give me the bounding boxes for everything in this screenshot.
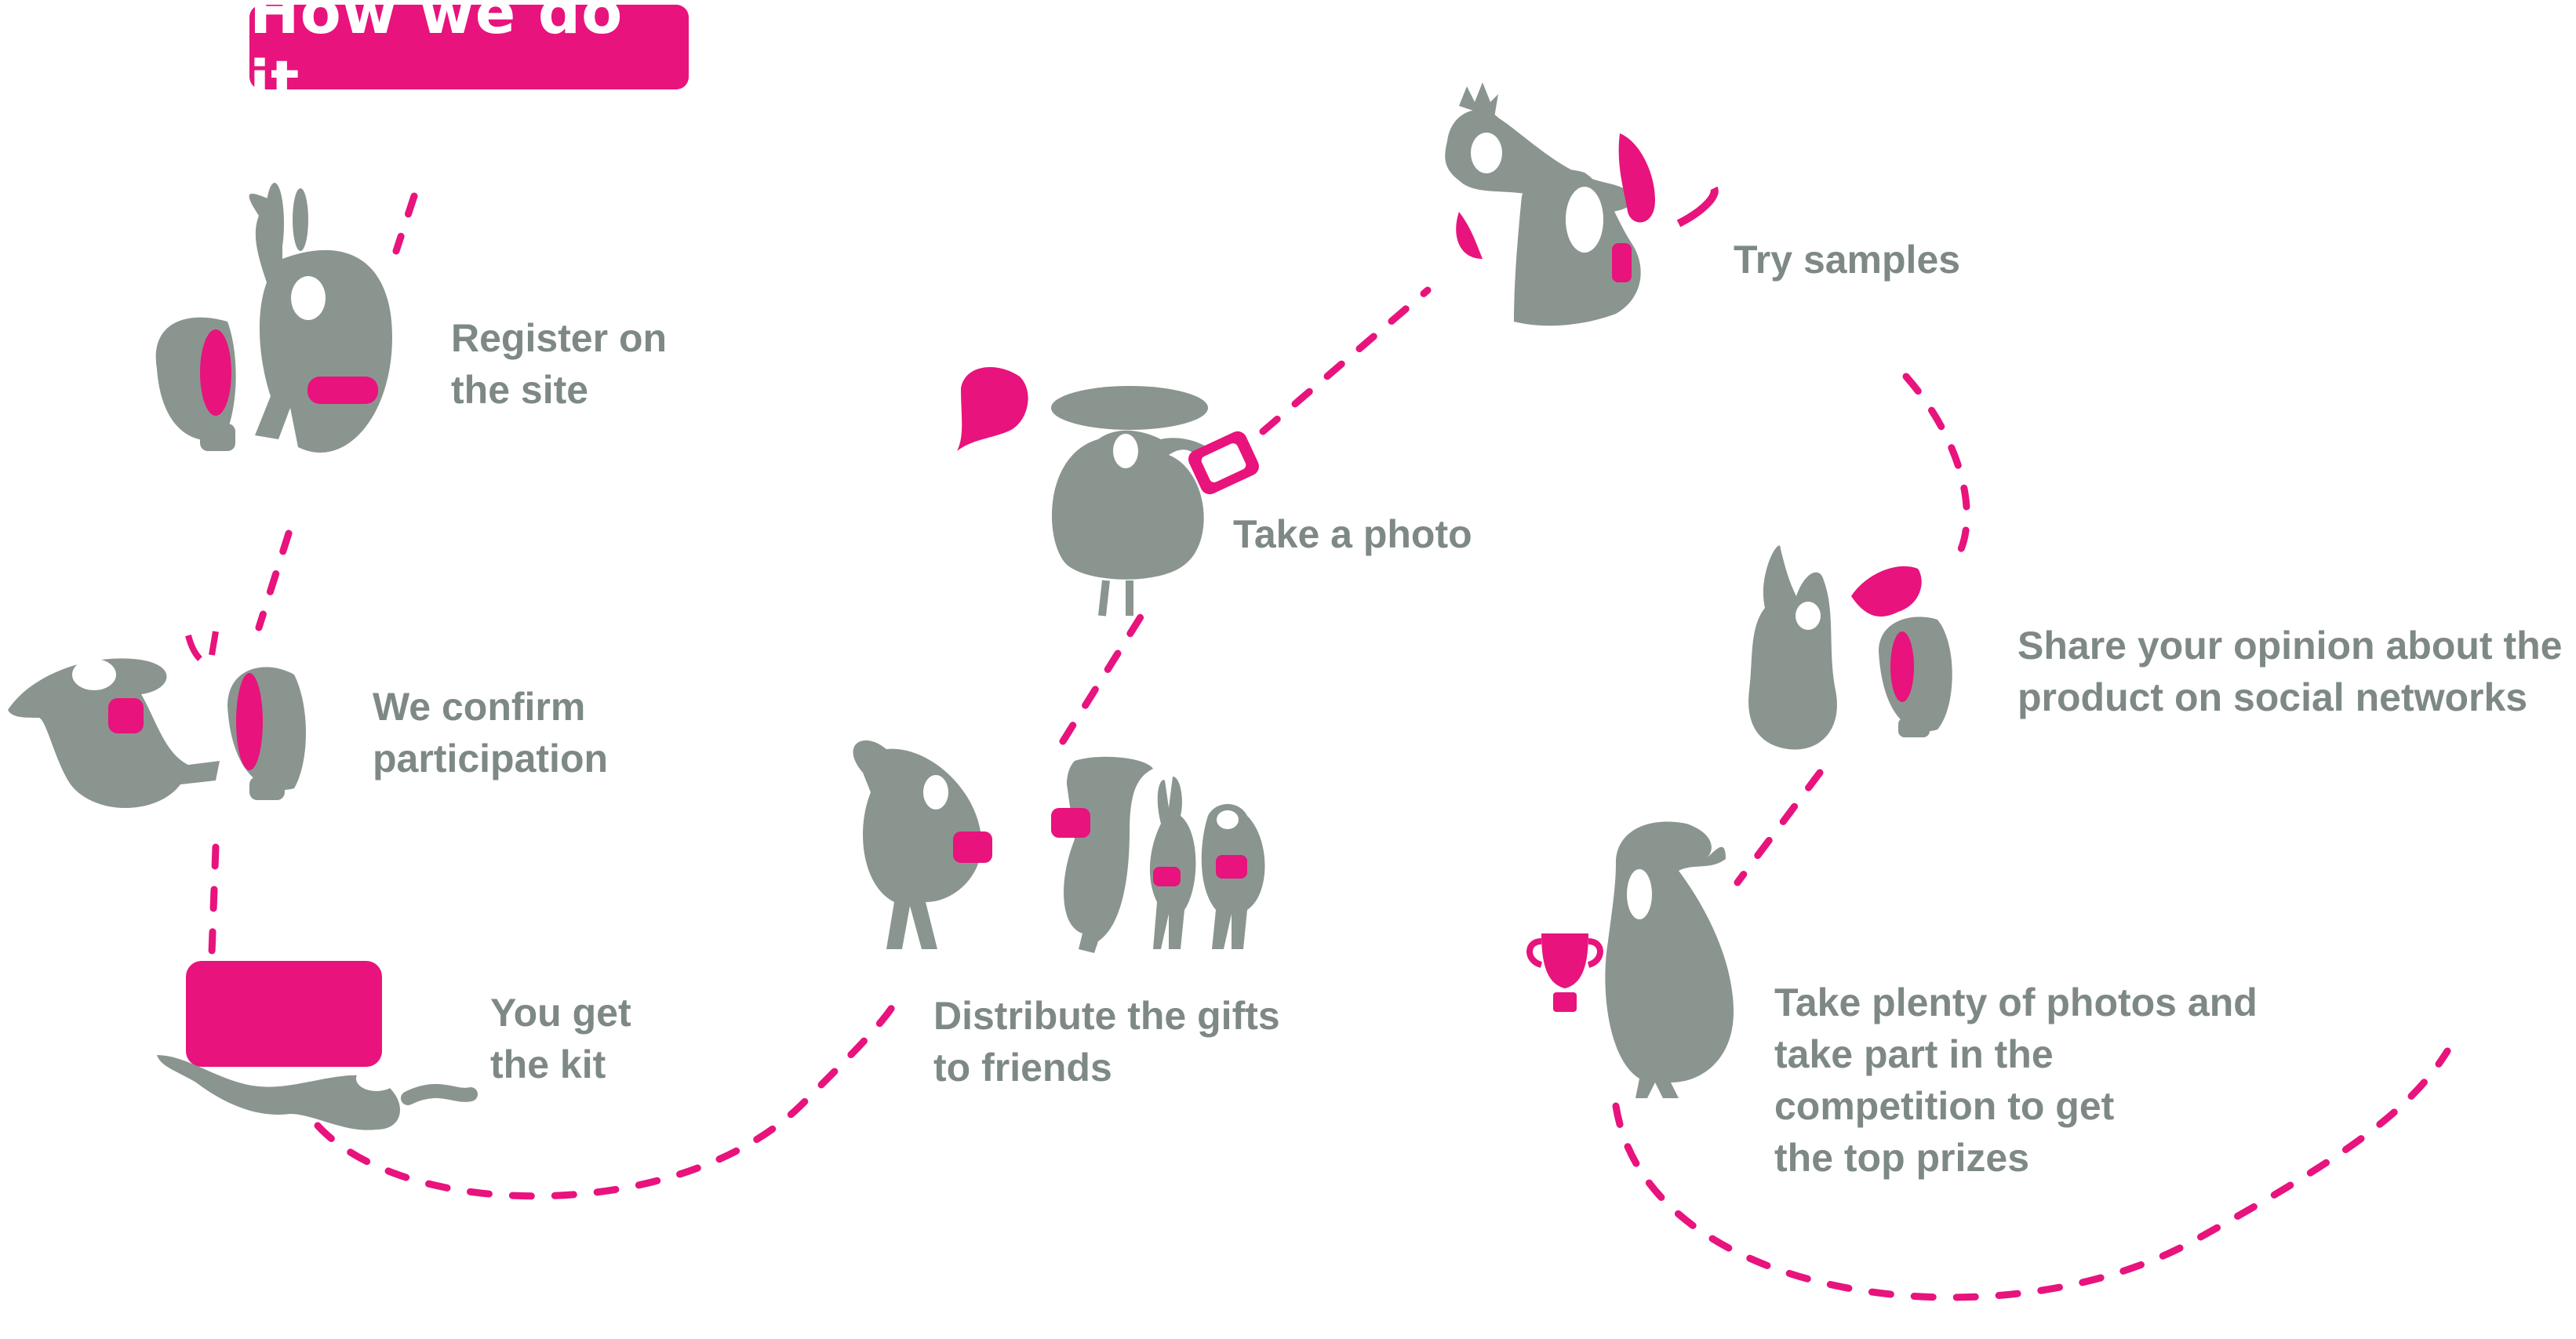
monitor-screen	[1890, 631, 1914, 702]
path-segment	[1902, 373, 1970, 553]
step-label-line: the site	[451, 368, 589, 412]
sample-drop-icon	[1618, 133, 1655, 223]
step-label-line: product on social networks	[2018, 675, 2528, 719]
monitor-stand	[249, 777, 285, 800]
step-label-line: Take plenty of photos and	[1774, 981, 2258, 1024]
creature-face	[1566, 187, 1603, 253]
sparkle-icon	[185, 634, 202, 661]
sample-drop-icon	[1456, 212, 1483, 259]
step-label-line: Try samples	[1734, 238, 1961, 282]
step-label-distribute: Distribute the gifts to friends	[933, 990, 1280, 1093]
path-segment	[1059, 612, 1145, 745]
camera-screen	[1201, 443, 1246, 482]
speech-bubble-icon	[957, 367, 1028, 451]
step-label-competition: Take plenty of photos and take part in t…	[1774, 977, 2258, 1184]
step-label-line: You get	[490, 991, 631, 1035]
step-label-line: take part in the	[1774, 1032, 2054, 1076]
trophy-base	[1553, 992, 1577, 1012]
creature-face	[356, 1066, 397, 1091]
sparkle-icon	[1676, 186, 1719, 227]
creature-ear	[265, 183, 284, 264]
creature-face	[1627, 869, 1652, 919]
monitor-icon	[1879, 617, 1952, 732]
creature-with-phone-icon	[155, 183, 392, 453]
creatures-trying-samples-icon	[1445, 82, 1719, 326]
step-label-samples: Try samples	[1734, 234, 1960, 286]
step-label-photo: Take a photo	[1233, 508, 1472, 560]
gift-icon	[1216, 855, 1247, 879]
creature-tail	[401, 1084, 478, 1105]
creature-ear	[293, 188, 308, 251]
sparkle-icon	[209, 631, 219, 656]
step-label-register: Register on the site	[451, 312, 667, 416]
creature-body	[8, 658, 220, 808]
creature-with-trophy-icon	[1526, 821, 1734, 1098]
step-label-line: to friends	[933, 1046, 1112, 1090]
creature-body	[1748, 545, 1837, 750]
creature-hat	[1051, 386, 1208, 430]
step-label-line: We confirm	[373, 685, 586, 729]
step-label-line: the kit	[490, 1042, 606, 1086]
monitor-screen	[200, 329, 231, 416]
title-badge: How we do it	[249, 0, 689, 117]
monitor-stand	[200, 424, 235, 451]
path-segment	[392, 192, 418, 255]
creature-body	[853, 740, 982, 949]
creature-body	[1051, 430, 1224, 580]
page-title: How we do it	[249, 0, 624, 117]
monitor-stand	[1898, 718, 1930, 737]
gift-icon	[1153, 867, 1181, 886]
path-segment	[1259, 286, 1432, 435]
creature-with-camera-icon	[957, 367, 1259, 617]
phone-icon	[108, 698, 144, 733]
trophy-handle	[1526, 938, 1603, 968]
creature-face	[72, 659, 116, 690]
creature-face	[1471, 133, 1502, 173]
phone-icon	[307, 377, 378, 404]
creature-with-speech-bubble-icon	[1748, 545, 1952, 750]
monitor-screen	[236, 673, 263, 770]
step-label-line: Register on	[451, 316, 668, 360]
creature-body	[1064, 756, 1153, 953]
creature-crest	[1459, 82, 1498, 118]
step-label-line: participation	[373, 737, 609, 780]
gift-icon	[1051, 808, 1090, 838]
creatures-sharing-gifts-icon	[853, 740, 1265, 953]
step-label-confirm: We confirm participation	[373, 681, 608, 784]
creature-body	[157, 1055, 400, 1130]
creature-face	[1217, 810, 1239, 829]
path-segment	[1734, 769, 1824, 886]
creature-face	[923, 775, 948, 810]
step-label-share: Share your opinion about the product on …	[2018, 620, 2562, 723]
step-label-line: the top prizes	[1774, 1136, 2030, 1180]
path-segment	[255, 529, 293, 631]
creature-face	[1113, 434, 1138, 468]
creature-leg	[1098, 580, 1133, 617]
kit-box-icon	[186, 961, 382, 1067]
creature-lying-with-phone-icon	[8, 631, 306, 808]
speech-bubble-icon	[1851, 566, 1922, 617]
step-label-line: Distribute the gifts	[933, 994, 1280, 1038]
creature-body	[1605, 821, 1734, 1098]
gift-icon	[953, 831, 992, 863]
creature-body	[1149, 777, 1196, 949]
step-label-kit: You get the kit	[490, 987, 631, 1090]
creature-face	[1796, 602, 1821, 630]
creature-face	[291, 276, 326, 320]
step-label-line: Take a photo	[1233, 512, 1472, 556]
trophy-icon	[1541, 933, 1588, 988]
path-segment	[208, 843, 220, 957]
path-segment	[1612, 1047, 2451, 1301]
step-label-line: competition to get	[1774, 1084, 2115, 1128]
creature-carrying-box-icon	[157, 961, 478, 1130]
step-label-line: Share your opinion about the	[2018, 624, 2563, 668]
sample-cup-icon	[1612, 243, 1632, 282]
